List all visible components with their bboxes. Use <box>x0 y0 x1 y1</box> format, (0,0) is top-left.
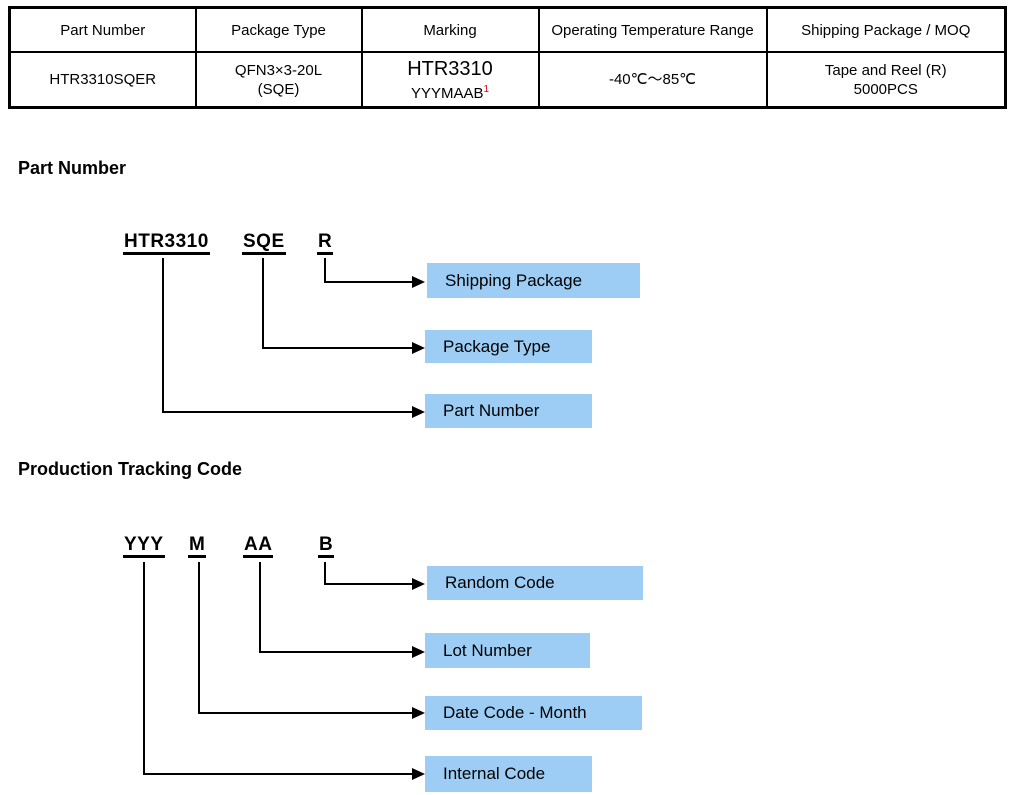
ptc-segment-yyy: YYY <box>123 535 165 558</box>
package-type-line2: (SQE) <box>257 80 300 98</box>
internal-code-label-box: Internal Code <box>425 756 592 792</box>
pn-segment-r: R <box>317 232 334 255</box>
ptc-connector-line <box>198 562 200 714</box>
arrow-right-icon <box>412 276 425 288</box>
cell-marking: HTR3310 YYYMAAB1 <box>360 51 540 109</box>
pn-segment-htr3310: HTR3310 <box>123 232 210 255</box>
ptc-segment-m: M <box>188 535 207 558</box>
ptc-connector-line <box>259 651 413 653</box>
ptc-connector-line <box>324 562 326 585</box>
arrow-right-icon <box>412 707 425 719</box>
cell-package-type: QFN3×3-20L (SQE) <box>194 51 363 109</box>
date-code-month-label-box: Date Code - Month <box>425 696 642 730</box>
shipping-line2: 5000PCS <box>853 80 918 98</box>
ptc-connector-line <box>143 773 413 775</box>
col-header-package-type: Package Type <box>194 6 363 53</box>
cell-shipping-moq: Tape and Reel (R) 5000PCS <box>765 51 1007 109</box>
cell-temp-range: -40℃～85℃ <box>537 51 768 109</box>
pn-segment-sqe: SQE <box>242 232 286 255</box>
part-number-label-box: Part Number <box>425 394 592 428</box>
random-code-label-box: Random Code <box>427 566 643 600</box>
col-header-temp-range: Operating Temperature Range <box>537 6 768 53</box>
marking-line2: YYYMAAB1 <box>410 83 490 102</box>
shipping-line1: Tape and Reel (R) <box>824 61 947 79</box>
shipping-package-label-box: Shipping Package <box>427 263 640 298</box>
pn-connector-line <box>162 258 164 413</box>
arrow-right-icon <box>412 342 425 354</box>
col-header-marking: Marking <box>360 6 540 53</box>
arrow-right-icon <box>412 768 425 780</box>
marking-line1: HTR3310 <box>407 57 493 80</box>
ptc-connector-line <box>198 712 413 714</box>
col-header-shipping-moq: Shipping Package / MOQ <box>765 6 1007 53</box>
pn-connector-line <box>324 258 326 283</box>
package-type-label-box: Package Type <box>425 330 592 363</box>
pn-connector-line <box>162 411 413 413</box>
ptc-segment-aa: AA <box>243 535 274 558</box>
pn-connector-line <box>262 347 413 349</box>
table-header-row: Part Number Package Type Marking Operati… <box>8 6 1007 53</box>
marking-footnote-ref: 1 <box>483 83 490 95</box>
arrow-right-icon <box>412 578 425 590</box>
ptc-connector-line <box>143 562 145 775</box>
col-header-part-number: Part Number <box>8 6 197 53</box>
ordering-info-table: Part Number Package Type Marking Operati… <box>8 6 1007 109</box>
table-row: HTR3310SQER QFN3×3-20L (SQE) HTR3310 YYY… <box>8 51 1007 109</box>
package-type-line1: QFN3×3-20L <box>234 61 323 79</box>
pn-connector-line <box>262 258 264 349</box>
pn-connector-line <box>324 281 413 283</box>
ptc-connector-line <box>259 562 261 653</box>
lot-number-label-box: Lot Number <box>425 633 590 668</box>
part-number-heading: Part Number <box>18 158 127 178</box>
production-tracking-heading: Production Tracking Code <box>18 459 243 479</box>
cell-part-number: HTR3310SQER <box>8 51 197 109</box>
arrow-right-icon <box>412 406 425 418</box>
ptc-connector-line <box>324 583 413 585</box>
arrow-right-icon <box>412 646 425 658</box>
ptc-segment-b: B <box>318 535 335 558</box>
